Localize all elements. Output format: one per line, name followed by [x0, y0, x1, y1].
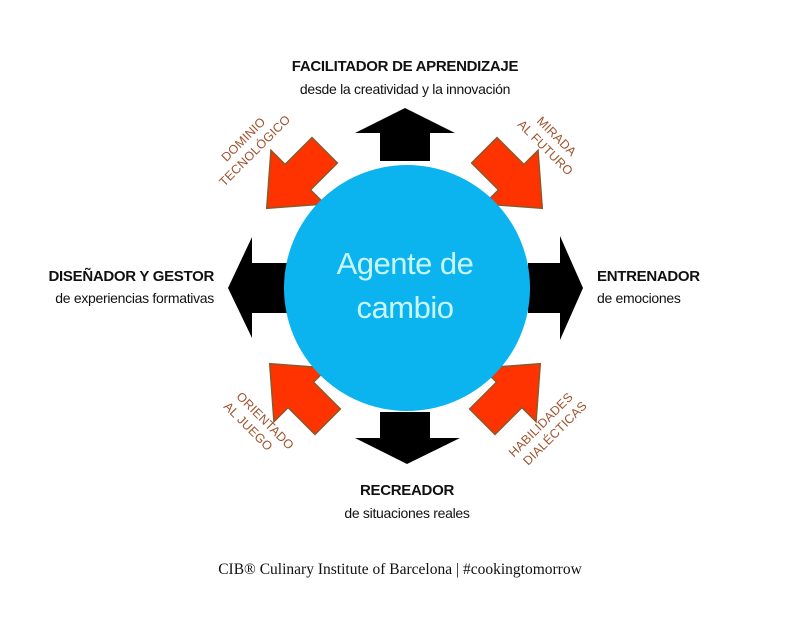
role-right-title: ENTRENADOR — [597, 268, 700, 285]
role-top-subtitle: desde la creatividad y la innovación — [300, 81, 510, 97]
role-bottom-subtitle: de situaciones reales — [344, 505, 470, 521]
arrow-diagonal-icon — [265, 136, 339, 210]
center-label-line2: cambio — [357, 290, 454, 325]
arrow-up-icon — [355, 108, 455, 161]
role-left-title: DISEÑADOR Y GESTOR — [49, 267, 215, 285]
arrow-right-icon — [528, 236, 583, 340]
center-label-line1: Agente de — [337, 246, 474, 281]
skill-arrow-top-right — [470, 136, 544, 210]
skill-arrow-bottom-right — [468, 362, 542, 436]
footer-credit: CIB® Culinary Institute of Barcelona | #… — [218, 561, 582, 578]
arrow-diagonal-icon — [468, 362, 542, 436]
role-right-subtitle: de emociones — [597, 290, 681, 306]
skill-arrow-top-left — [265, 136, 339, 210]
role-top-title: FACILITADOR DE APRENDIZAJE — [292, 58, 519, 75]
arrow-left-icon — [228, 237, 287, 338]
role-left-subtitle: de experiencias formativas — [55, 290, 214, 306]
role-bottom-title: RECREADOR — [360, 482, 454, 499]
arrow-diagonal-icon — [470, 136, 544, 210]
center-circle — [284, 165, 530, 411]
arrow-diagonal-icon — [268, 362, 342, 436]
arrow-down-icon — [355, 412, 460, 464]
skill-arrow-bottom-left — [268, 362, 342, 436]
